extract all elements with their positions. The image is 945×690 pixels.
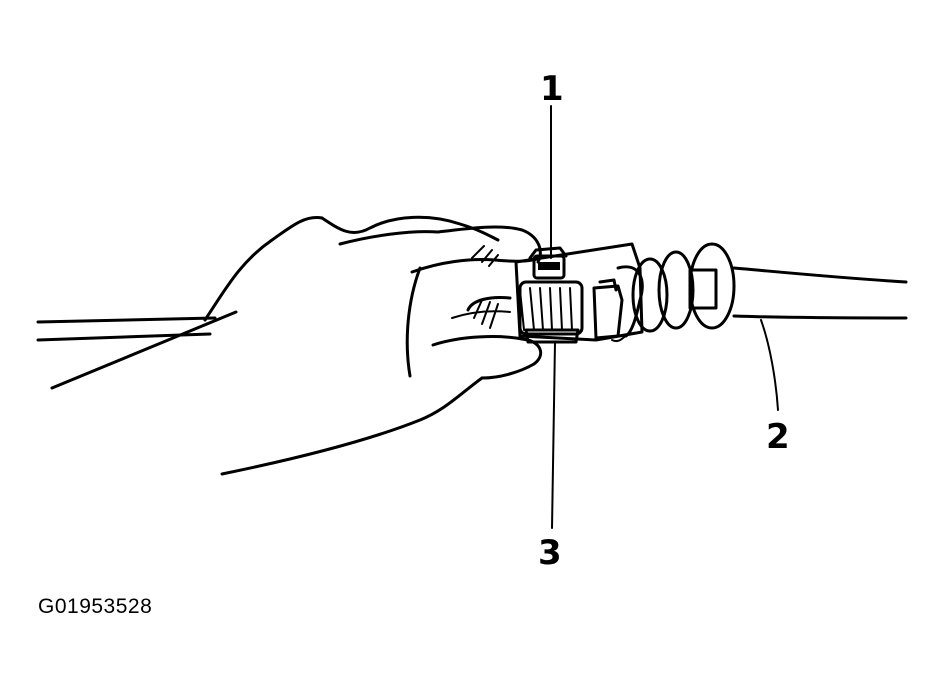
callout-label-1: 1 <box>540 69 564 109</box>
fuel-line-left <box>36 316 217 342</box>
fuel-line-right <box>732 266 908 320</box>
spring-coils <box>631 242 736 333</box>
callout-label-2: 2 <box>766 417 790 457</box>
quick-connector <box>466 242 644 344</box>
callout-label-3: 3 <box>538 533 562 573</box>
callout-leaders <box>550 105 779 529</box>
hand-outline <box>50 215 543 476</box>
figure-id: G01953528 <box>38 595 153 618</box>
